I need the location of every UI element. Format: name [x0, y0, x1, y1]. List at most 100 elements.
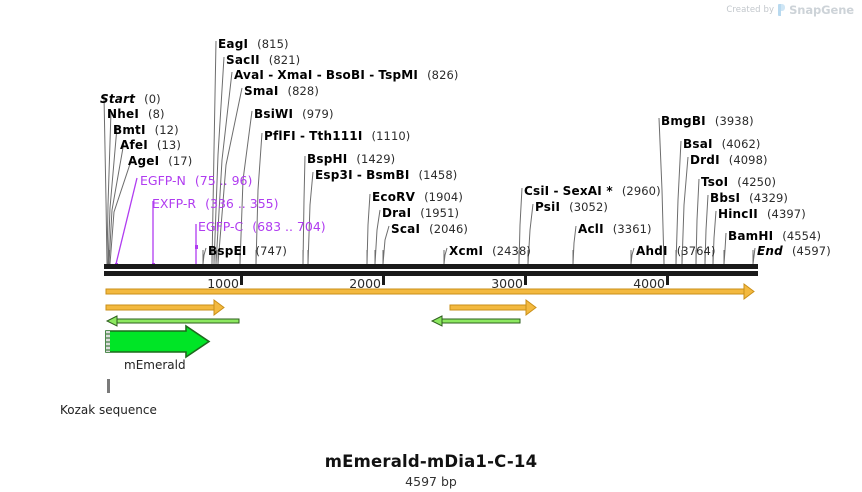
enzyme-name-separator: -	[549, 184, 563, 198]
enzyme-label-ahdi[interactable]: AhdI(3764)	[636, 242, 716, 258]
enzyme-label-bmti[interactable]: BmtI (12)	[113, 121, 179, 137]
enzyme-position: (1458)	[418, 168, 458, 182]
kozak-feature-caption: Kozak sequence	[60, 403, 157, 417]
enzyme-label-ecorv[interactable]: EcoRV (1904)	[372, 188, 463, 204]
enzyme-name: DraI	[382, 206, 412, 220]
enzyme-name: BmtI	[113, 123, 146, 137]
enzyme-name: BsaI	[683, 137, 713, 151]
leader-lines-primers	[115, 177, 197, 265]
enzyme-position: (8)	[148, 107, 165, 121]
enzyme-name: BbsI	[710, 191, 741, 205]
memerald-feature-arrow[interactable]	[105, 324, 211, 359]
enzyme-name: AgeI	[128, 154, 160, 168]
enzyme-name: EcoRV	[372, 190, 416, 204]
watermark-brand-text: SnapGene	[789, 3, 854, 17]
enzyme-label-afei[interactable]: AfeI(13)	[120, 136, 181, 152]
enzyme-label-sacii[interactable]: SacII (821)	[226, 51, 300, 67]
watermark-created-by-text: Created by	[726, 5, 775, 15]
primer-name: EGFP-N	[140, 173, 186, 188]
green-arrow-1	[105, 315, 240, 327]
enzyme-name: BsiWI	[254, 107, 294, 121]
enzyme-label-xcmi[interactable]: XcmI(2438)	[449, 242, 531, 258]
enzyme-label-bmgbi[interactable]: BmgBI(3938)	[661, 112, 754, 128]
enzyme-name-separator: -	[295, 129, 310, 143]
leader-lines-enzymes	[202, 40, 756, 265]
enzyme-label-bsiwi[interactable]: BsiWI (979)	[254, 105, 334, 121]
enzyme-name: BsmBI	[366, 168, 410, 182]
enzyme-name-separator: -	[312, 68, 326, 82]
enzyme-name: BmgBI	[661, 114, 706, 128]
enzyme-position: (1904)	[424, 190, 463, 204]
enzyme-position: (1429)	[356, 152, 396, 166]
enzyme-name: SmaI	[244, 84, 279, 98]
enzyme-label-bsai[interactable]: BsaI(4062)	[683, 135, 761, 151]
enzyme-name: PsiI	[535, 200, 561, 214]
enzyme-label-hincii[interactable]: HincII(4397)	[718, 205, 806, 221]
primer-range: (336 .. 355)	[205, 196, 279, 211]
enzyme-label-bsphi[interactable]: BspHI (1429)	[307, 150, 395, 166]
enzyme-name: BspHI	[307, 152, 348, 166]
enzyme-position: (17)	[168, 154, 193, 168]
enzyme-label-tsoi[interactable]: TsoI (4250)	[701, 173, 776, 189]
enzyme-label-avai[interactable]: AvaI - XmaI - BsoBI - TspMI(826)	[234, 66, 459, 82]
enzyme-position: (4250)	[737, 175, 777, 189]
enzyme-label-start[interactable]: Start (0)	[100, 90, 161, 106]
enzyme-position: (4329)	[749, 191, 788, 205]
enzyme-label-acli[interactable]: AclI(3361)	[578, 220, 652, 236]
enzyme-name: TsoI	[701, 175, 729, 189]
enzyme-label-agei[interactable]: AgeI (17)	[128, 152, 192, 168]
enzyme-label-bbsi[interactable]: BbsI (4329)	[710, 189, 788, 205]
primer-label-egfp-n[interactable]: EGFP-N(75 .. 96)	[140, 172, 252, 188]
enzyme-position: (4397)	[766, 207, 806, 221]
enzyme-label-end[interactable]: End(4597)	[757, 242, 831, 258]
enzyme-name: End	[757, 244, 783, 258]
enzyme-position: (13)	[156, 138, 181, 152]
enzyme-name: XmaI	[277, 68, 313, 82]
enzyme-label-scai[interactable]: ScaI(2046)	[391, 220, 468, 236]
enzyme-label-bamhi[interactable]: BamHI(4554)	[728, 227, 821, 243]
ruler-ticks	[240, 276, 669, 285]
primer-label-exfp-r[interactable]: EXFP-R(336 .. 355)	[152, 195, 279, 211]
enzyme-label-csii[interactable]: CsiI - SexAI *(2960)	[524, 182, 661, 198]
primer-label-egfp-c[interactable]: EGFP-C(683 .. 704)	[198, 218, 326, 234]
enzyme-position: (821)	[268, 53, 301, 67]
enzyme-name: BamHI	[728, 229, 774, 243]
enzyme-label-pflfi[interactable]: PflFI - Tth111I(1110)	[264, 127, 410, 143]
enzyme-name: AvaI	[234, 68, 265, 82]
enzyme-label-nhei[interactable]: NheI (8)	[107, 105, 165, 121]
ruler-label-4000: 4000	[633, 276, 665, 291]
enzyme-name: CsiI	[524, 184, 550, 198]
enzyme-name: ScaI	[391, 222, 421, 236]
leader-lines-left-fan	[103, 95, 133, 265]
enzyme-position: (1951)	[420, 206, 460, 220]
green-arrow-2	[430, 315, 521, 327]
enzyme-label-esp3i[interactable]: Esp3I - BsmBI(1458)	[315, 166, 457, 182]
enzyme-name: Tth111I	[309, 129, 363, 143]
kozak-sequence-mark[interactable]	[107, 379, 110, 393]
enzyme-position: (0)	[144, 92, 161, 106]
enzyme-label-drai[interactable]: DraI (1951)	[382, 204, 459, 220]
enzyme-name: SacII	[226, 53, 260, 67]
snapgene-logo-icon	[778, 4, 786, 16]
enzyme-name: EagI	[218, 37, 249, 51]
enzyme-label-bspei[interactable]: BspEI(747)	[208, 242, 287, 258]
enzyme-position: (12)	[154, 123, 179, 137]
enzyme-label-psii[interactable]: PsiI(3052)	[535, 198, 608, 214]
enzyme-name: BspEI	[208, 244, 247, 258]
enzyme-position: (3361)	[612, 222, 652, 236]
orange-arrow-2	[449, 299, 537, 316]
enzyme-label-eagi[interactable]: EagI (815)	[218, 35, 289, 51]
orange-arrow-1	[105, 299, 225, 316]
plasmid-size-label: 4597 bp	[405, 474, 457, 489]
enzyme-name: Start	[100, 92, 136, 106]
enzyme-label-drdi[interactable]: DrdI(4098)	[690, 151, 768, 167]
enzyme-name-separator: -	[365, 68, 379, 82]
enzyme-position: (2960)	[621, 184, 661, 198]
enzyme-name: NheI	[107, 107, 139, 121]
enzyme-label-smai[interactable]: SmaI (828)	[244, 82, 319, 98]
enzyme-position: (815)	[257, 37, 289, 51]
enzyme-position: (979)	[302, 107, 334, 121]
enzyme-position: (828)	[287, 84, 319, 98]
ruler-label-3000: 3000	[491, 276, 523, 291]
